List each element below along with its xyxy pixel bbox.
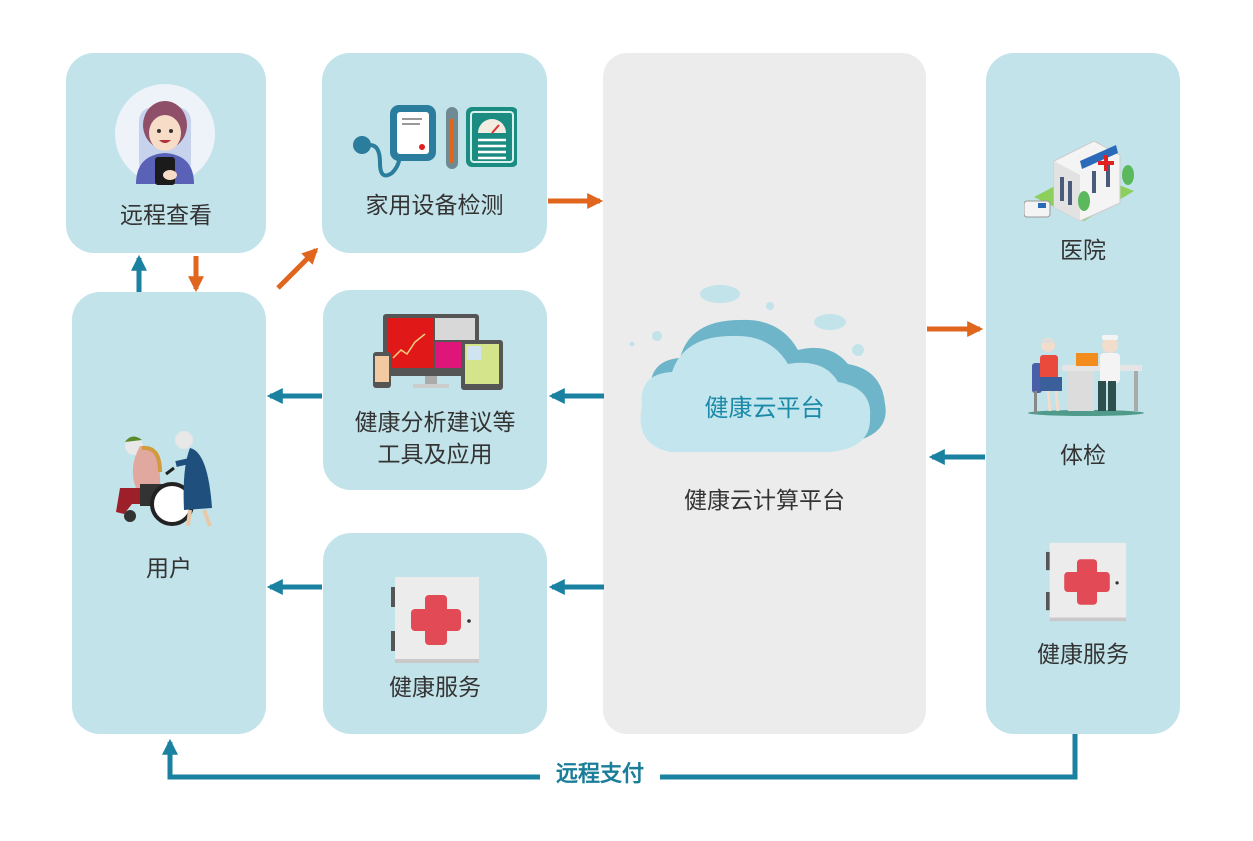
medical-devices-icon [352, 103, 518, 183]
doctor-consultation-icon [1028, 335, 1144, 417]
node-analysis-tools: 健康分析建议等 工具及应用 [323, 290, 547, 490]
analysis-tools-label-line2: 工具及应用 [377, 442, 493, 468]
health-service-right-label: 健康服务 [1037, 642, 1129, 668]
first-aid-kit-icon-right [1046, 541, 1128, 623]
node-home-device: 家用设备检测 [322, 53, 547, 253]
node-health-service-left: 健康服务 [323, 533, 547, 734]
remote-view-label: 远程查看 [120, 203, 212, 229]
elderly-wheelchair-icon [112, 428, 228, 528]
woman-with-phone-icon [114, 83, 216, 185]
multi-device-icon [373, 312, 503, 390]
hospital-building-icon [1023, 131, 1144, 223]
user-label: 用户 [146, 556, 192, 582]
node-remote-view: 远程查看 [66, 53, 266, 253]
node-right-column: 医院 体检 [986, 53, 1180, 734]
cloud-platform-cloud-label: 健康云平台 [704, 394, 825, 422]
cloud-icon [620, 280, 905, 470]
hospital-label: 医院 [1060, 238, 1106, 264]
first-aid-kit-icon [391, 575, 481, 665]
node-user: 用户 [72, 292, 266, 734]
home-device-label: 家用设备检测 [365, 193, 504, 219]
checkup-label: 体检 [1060, 443, 1106, 469]
arrow-user-to-home-device [276, 247, 319, 290]
cloud-platform-label: 健康云计算平台 [684, 488, 845, 514]
health-service-left-label: 健康服务 [389, 675, 481, 701]
remote-payment-label: 远程支付 [540, 760, 660, 790]
analysis-tools-label-line1: 健康分析建议等 [354, 410, 516, 436]
